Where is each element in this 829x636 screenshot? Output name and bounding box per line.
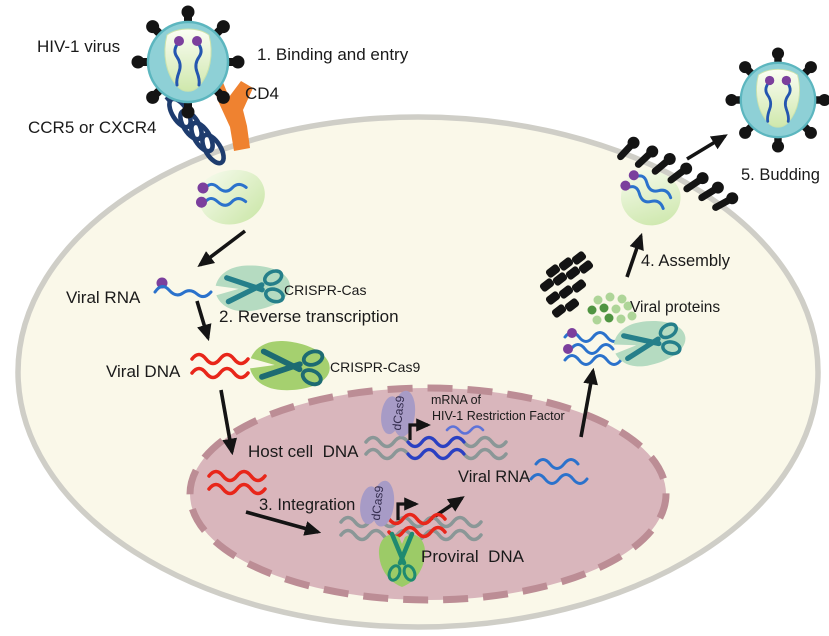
labels: HIV-1 virus 1. Binding and entry CD4 CCR… xyxy=(28,37,820,566)
budded-virion xyxy=(725,47,829,152)
dcas9-label: dCas9 xyxy=(390,395,408,431)
dcas9-label: dCas9 xyxy=(369,485,387,521)
mrna-label-line1: mRNA of xyxy=(431,393,482,407)
promoter-arrow-host xyxy=(408,418,431,440)
nuclear-viral-rna-strands xyxy=(529,458,589,485)
host-dna-label: Host cell DNA xyxy=(248,442,359,461)
nucleus xyxy=(186,384,670,604)
crispr-cas9-label: CRISPR-Cas9 xyxy=(330,359,420,375)
cd4-label: CD4 xyxy=(245,84,279,103)
coreceptor-label: CCR5 or CXCR4 xyxy=(28,118,156,137)
nuclear-viral-rna-label: Viral RNA xyxy=(458,468,530,486)
dcas9-proviral: dCas9 xyxy=(360,480,395,527)
step2-label: 2. Reverse transcription xyxy=(219,307,399,326)
entered-capsid xyxy=(195,166,268,228)
promoter-arrow-proviral xyxy=(396,497,419,520)
viral-rna-label: Viral RNA xyxy=(66,288,141,307)
step1-label: 1. Binding and entry xyxy=(257,45,409,64)
step4-label: 4. Assembly xyxy=(641,252,731,270)
viral-protein-cluster xyxy=(539,251,637,325)
hiv-virion xyxy=(132,6,245,119)
assembling-capsid xyxy=(611,160,689,236)
proviral-dna-label: Proviral DNA xyxy=(421,547,525,566)
protein-dots xyxy=(587,292,637,325)
restriction-factor-mrna xyxy=(445,425,485,435)
mrna-label-line2: HIV-1 Restriction Factor xyxy=(432,409,565,423)
hiv-virus-label: HIV-1 virus xyxy=(37,37,120,56)
step5-label: 5. Budding xyxy=(741,166,820,184)
ccr5-cxcr4-coreceptor xyxy=(164,93,226,166)
viral-proteins-label: Viral proteins xyxy=(630,299,720,316)
viral-dna-label: Viral DNA xyxy=(106,362,181,381)
host-cell-dna xyxy=(364,435,508,461)
crispr-cas-label: CRISPR-Cas xyxy=(284,282,366,298)
cytoplasmic-viral-dna xyxy=(190,352,250,380)
step3-label: 3. Integration xyxy=(259,496,355,514)
cytoplasmic-viral-rna xyxy=(153,277,213,299)
crispr-excision-scissors xyxy=(378,534,426,587)
exported-viral-rna xyxy=(563,328,623,366)
nuclear-entry-viral-dna xyxy=(207,469,267,496)
